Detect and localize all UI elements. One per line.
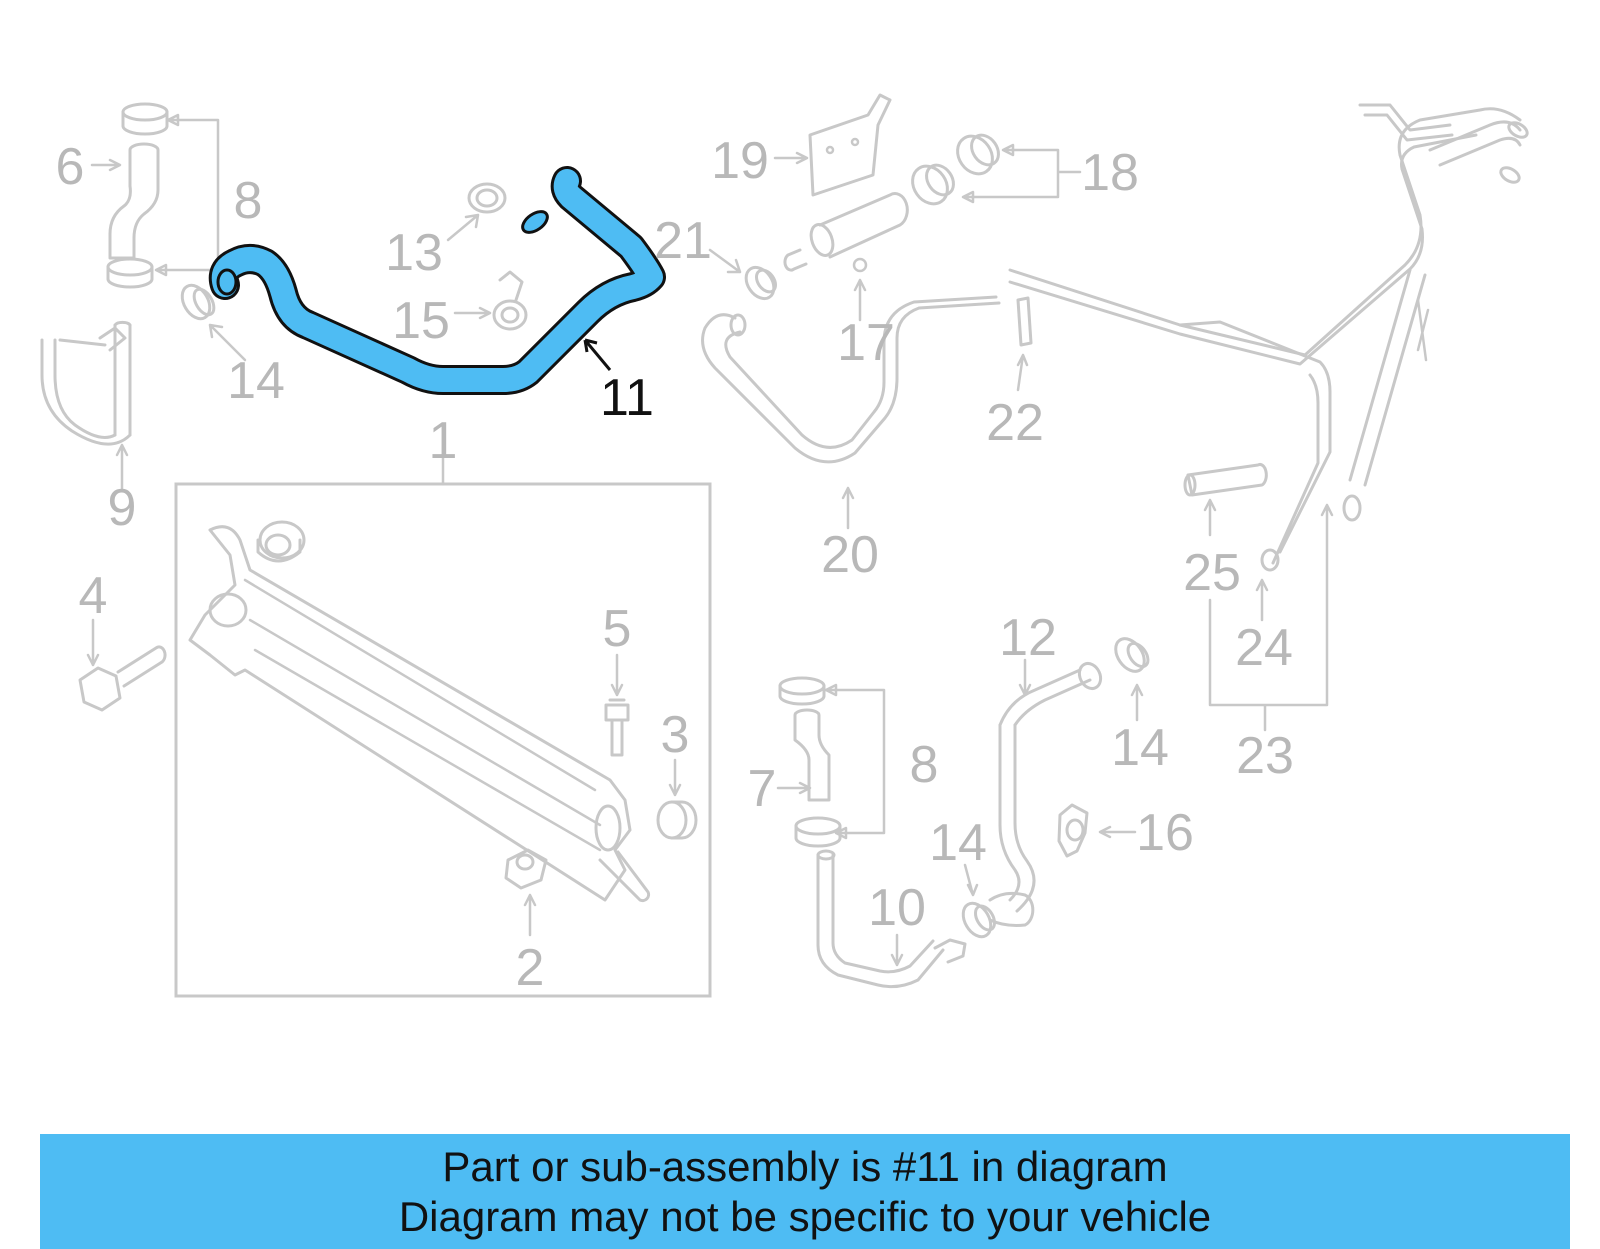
arrow-21 — [708, 248, 742, 274]
callout-16: 16 — [1136, 804, 1194, 862]
arrow-22 — [1016, 353, 1029, 392]
part-19-bracket-drawing — [808, 93, 892, 197]
arrow-6 — [90, 158, 122, 172]
arrow-14-bottom — [963, 863, 979, 897]
callout-18: 18 — [1081, 144, 1139, 202]
part-6-hose-drawing — [106, 102, 169, 289]
part-24-pipe-assembly-drawing — [1008, 103, 1529, 572]
part-17-pump-drawing — [783, 192, 909, 273]
callout-19: 19 — [711, 132, 769, 190]
arrow-2 — [523, 893, 537, 937]
callout-8-bottom: 8 — [910, 736, 939, 794]
banner-line-2: Diagram may not be specific to your vehi… — [398, 1192, 1212, 1240]
part-21-clamp-drawing — [744, 265, 778, 301]
part-7-hose-drawing — [778, 676, 842, 848]
part-16-clamp-drawing — [1057, 803, 1089, 858]
arrow-25 — [1203, 498, 1217, 537]
part-3-grommet-drawing — [656, 800, 698, 840]
arrow-9 — [115, 443, 129, 492]
arrow-3 — [668, 758, 682, 797]
arrow-17 — [853, 278, 867, 322]
callout-14-right: 14 — [1111, 719, 1169, 777]
callout-10: 10 — [868, 879, 926, 937]
callout-1: 1 — [429, 412, 458, 470]
arrow-14-right — [1130, 683, 1144, 722]
part-18-clamps-drawing — [911, 133, 1000, 206]
callout-17: 17 — [837, 314, 895, 372]
bracket-8-bottom — [824, 683, 886, 840]
part-12-hose-drawing — [988, 661, 1103, 927]
callout-24: 24 — [1235, 619, 1293, 677]
part-2-grommet-drawing — [504, 848, 548, 890]
arrow-12 — [1018, 658, 1032, 697]
callout-7: 7 — [748, 760, 777, 818]
part-13-clamp — [467, 182, 507, 214]
callout-5: 5 — [603, 600, 632, 658]
callout-20: 20 — [821, 526, 879, 584]
callout-4: 4 — [79, 567, 108, 625]
callout-12: 12 — [999, 609, 1057, 667]
arrow-13 — [446, 213, 480, 242]
callout-8-top: 8 — [234, 172, 263, 230]
arrow-10 — [890, 933, 904, 967]
callout-15: 15 — [392, 292, 450, 350]
arrow-7 — [776, 781, 812, 795]
part-14-clamp-left — [180, 283, 216, 321]
callout-14-left: 14 — [227, 352, 285, 410]
arrow-20 — [841, 486, 855, 530]
callout-2: 2 — [516, 939, 545, 997]
callout-23: 23 — [1236, 727, 1294, 785]
part-5-bolt-drawing — [604, 698, 630, 757]
part-10-pipe-drawing — [816, 849, 967, 989]
part-22-clip-drawing — [1016, 296, 1033, 347]
arrow-11 — [583, 338, 612, 371]
callout-25: 25 — [1183, 544, 1241, 602]
bracket-8-top — [154, 113, 220, 277]
part-4-bolt-drawing — [78, 645, 167, 712]
part-14-clamp-right — [1114, 637, 1150, 673]
arrow-16 — [1098, 825, 1137, 839]
part-25-tube-drawing — [1183, 462, 1268, 497]
callout-21: 21 — [654, 212, 712, 270]
callout-3: 3 — [661, 706, 690, 764]
arrow-15 — [453, 306, 492, 320]
callout-14-bottom: 14 — [929, 814, 987, 872]
arrow-19 — [773, 151, 809, 165]
callout-6: 6 — [56, 138, 85, 196]
part-1-box — [174, 482, 712, 998]
callout-13: 13 — [385, 224, 443, 282]
part-15-clamp — [492, 270, 528, 331]
callout-9: 9 — [108, 479, 137, 537]
arrow-4 — [86, 618, 100, 667]
info-banner: Part or sub-assembly is #11 in diagram D… — [40, 1134, 1570, 1249]
arrow-14-left — [208, 323, 247, 362]
bracket-18 — [961, 143, 1082, 204]
part-14-clamp-bottom — [961, 901, 996, 939]
callout-11: 11 — [600, 369, 654, 427]
arrow-5 — [610, 653, 624, 697]
part-11-hose-highlighted — [208, 166, 666, 395]
bracket-23 — [1208, 503, 1334, 732]
part-1-cooler-drawing — [188, 520, 651, 903]
part-20-hose-drawing — [701, 295, 1001, 464]
part-9-pipe-drawing — [40, 320, 132, 446]
banner-line-1: Part or sub-assembly is #11 in diagram — [442, 1142, 1168, 1190]
arrow-24 — [1255, 578, 1269, 622]
callout-22: 22 — [986, 394, 1044, 452]
